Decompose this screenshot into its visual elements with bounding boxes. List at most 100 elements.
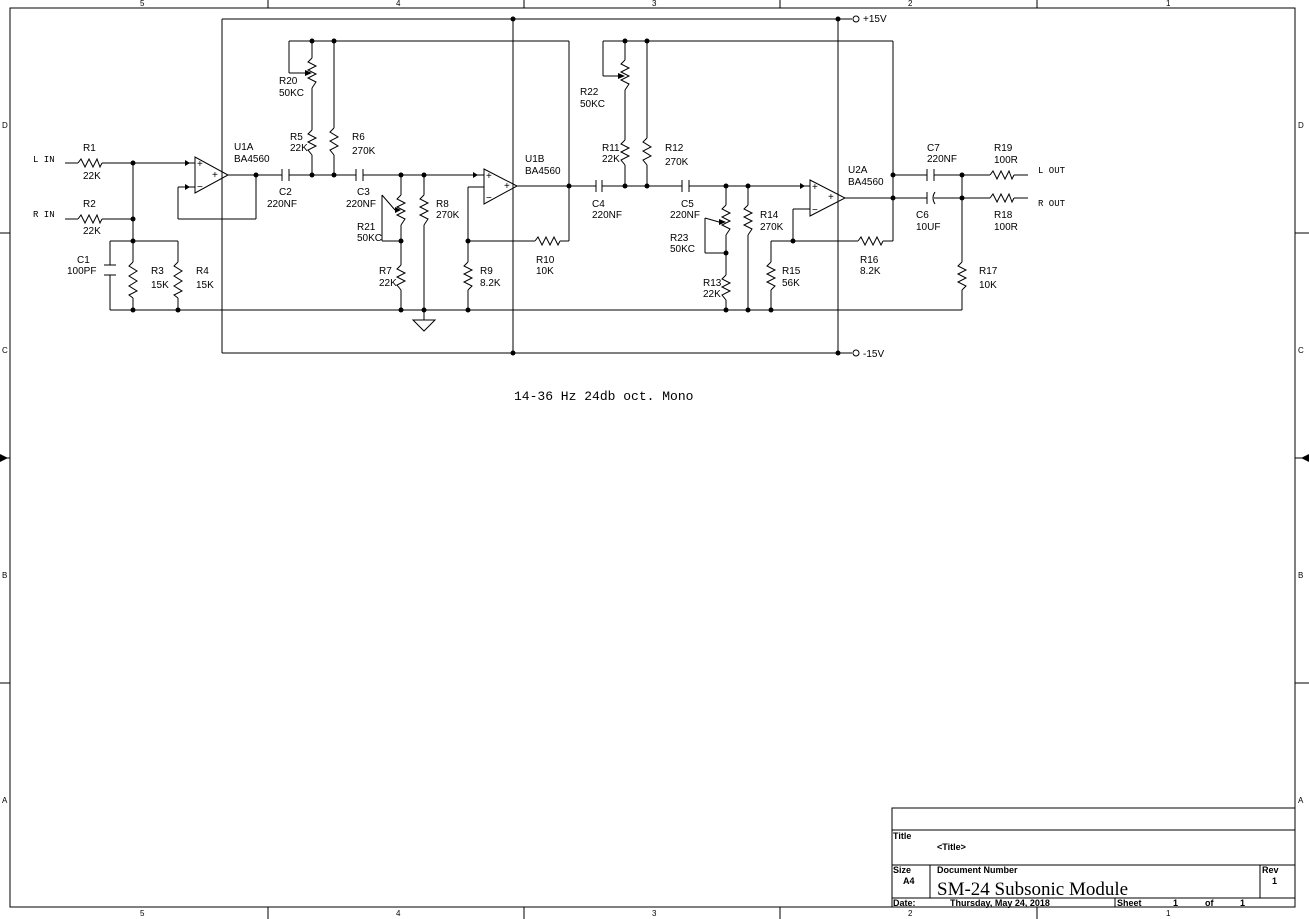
zone-col-label: 4 [396,909,401,918]
port-r-in: R IN [33,210,55,220]
ref-label: C6 [916,210,929,221]
title-label: Title [893,831,911,841]
arrow-head [473,172,478,178]
value-label: 50KC [279,88,304,99]
ref-label: R23 [670,233,689,244]
zone-row-label: D [1298,121,1304,130]
svg-text:−: − [197,182,203,193]
resistor-R7 [395,264,407,291]
svg-text:−: − [486,193,492,204]
value-label: 22K [602,154,620,165]
resistor-R11 [619,139,631,166]
date-value: Thursday, May 24, 2018 [950,898,1050,908]
terminal-pos [852,15,860,23]
opamp-U1A: + − + [190,156,230,194]
ref-label: R6 [352,132,365,143]
zone-col-label: 5 [140,909,145,918]
resistor-R21 [395,194,407,226]
ref-label: C2 [279,187,292,198]
svg-text:+: + [212,170,218,181]
rev-value: 1 [1272,876,1277,886]
resistor-R15 [765,261,777,291]
value-label: 22K [83,171,101,182]
ref-label: R4 [196,266,209,277]
capacitor-C2 [281,169,290,181]
ref-label: R17 [979,266,998,277]
terminal-neg [852,349,860,357]
ref-label: R18 [994,210,1013,221]
arrow-head [185,160,190,166]
value-label: 8.2K [480,278,501,289]
zone-row-label: B [2,571,7,580]
svg-text:−: − [812,205,818,216]
resistor-R9 [462,261,474,291]
capacitor-C1 [104,264,116,276]
zone-row-label: D [2,121,8,130]
opamp-U1B: + − + [478,168,519,205]
value-label: 220NF [267,199,297,210]
zone-col-label: 4 [396,0,401,8]
ref-label: U1B [525,154,545,165]
size-label: Size [893,865,911,875]
port-l-out: L OUT [1038,166,1066,176]
zone-col-label: 2 [908,0,913,8]
zone-row-label: B [1298,571,1303,580]
value-label: 270K [352,146,376,157]
capacitor-C6 [926,191,936,205]
resistor-R13 [720,274,732,301]
opamp-U2A: + − + [805,179,847,217]
capacitors [104,169,936,276]
resistor-R20 [306,57,318,89]
rev-label: Rev [1262,865,1279,875]
port-r-out: R OUT [1038,199,1066,209]
value-label: 15K [196,280,214,291]
ref-label: R15 [782,266,801,277]
resistor-R8 [418,194,430,226]
sheet-label: Sheet [1117,898,1142,908]
resistor-R14 [742,204,754,236]
date-label: Date: [893,898,916,908]
docnum-label: Document Number [937,865,1018,875]
size-value: A4 [903,876,915,886]
ref-label: U2A [848,165,868,176]
resistor-R17 [956,261,968,291]
zone-col-label: 3 [652,0,657,8]
zone-col-label: 5 [140,0,145,8]
ref-label: R12 [665,143,684,154]
arrow-head [800,183,805,189]
sheet-total: 1 [1240,898,1245,908]
resistor-R19 [989,169,1015,181]
value-label: 22K [83,226,101,237]
resistor-R1 [77,157,103,169]
sheet-num: 1 [1173,898,1178,908]
junctions [130,16,965,356]
resistor-R23 [720,204,732,236]
value-label: 22K [290,143,308,154]
docnum-value: SM-24 Subsonic Module [937,879,1128,900]
rail-neg-label: -15V [863,349,884,360]
ref-label: R8 [436,199,449,210]
value-label: 50KC [580,99,605,110]
ref-label: U1A [234,142,254,153]
zone-row-label: A [2,796,8,805]
resistor-R5 [306,129,318,156]
value-label: 100PF [67,266,96,277]
value-label: 15K [151,280,169,291]
svg-text:+: + [504,181,510,192]
resistor-R2 [77,213,103,225]
value-label: BA4560 [234,154,270,165]
zone-row-label: C [1298,346,1304,355]
value-label: 10K [536,266,554,277]
resistor-R4 [173,261,184,299]
resistor-R12 [641,137,653,166]
opamps: + − + + − + + − + [190,156,847,217]
part-labels: R1 22K R2 22K C1 100PF R3 15K R4 15K U1A… [67,76,1018,300]
value-label: 270K [436,210,460,221]
ref-label: R20 [279,76,298,87]
capacitor-C7 [926,169,935,181]
pot-wipers [305,70,726,225]
ref-label: R11 [602,143,620,154]
resistor-R6 [328,127,340,156]
